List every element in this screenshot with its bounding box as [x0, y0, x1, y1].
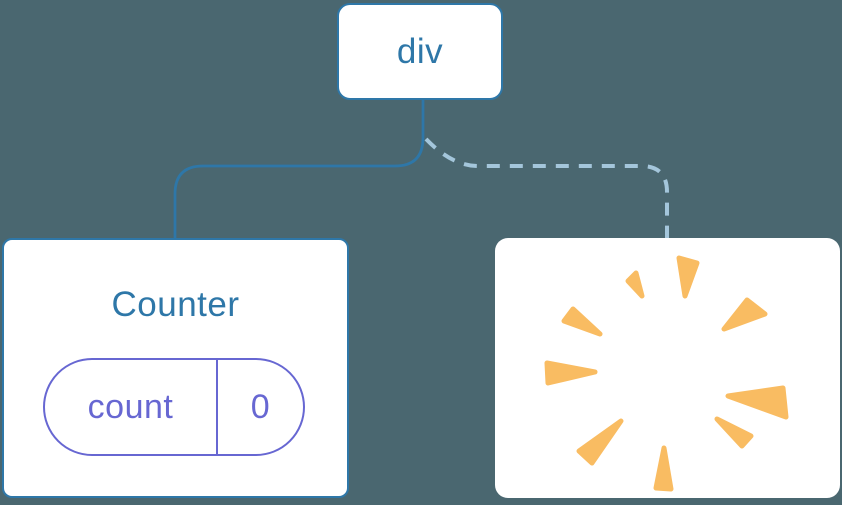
tree-node-counter: Counter count 0: [2, 238, 349, 498]
poof-burst-icon: [544, 255, 789, 492]
tree-node-removed: [495, 238, 840, 498]
state-key: count: [45, 360, 218, 454]
state-pill: count 0: [43, 358, 305, 456]
state-value: 0: [250, 387, 271, 426]
tree-node-div: div: [337, 3, 503, 100]
edge-solid-div-to-counter: [173, 100, 425, 239]
counter-node-title: Counter: [111, 285, 240, 324]
div-node-label: div: [396, 31, 444, 71]
edge-dashed-div-to-removed: [424, 137, 669, 239]
